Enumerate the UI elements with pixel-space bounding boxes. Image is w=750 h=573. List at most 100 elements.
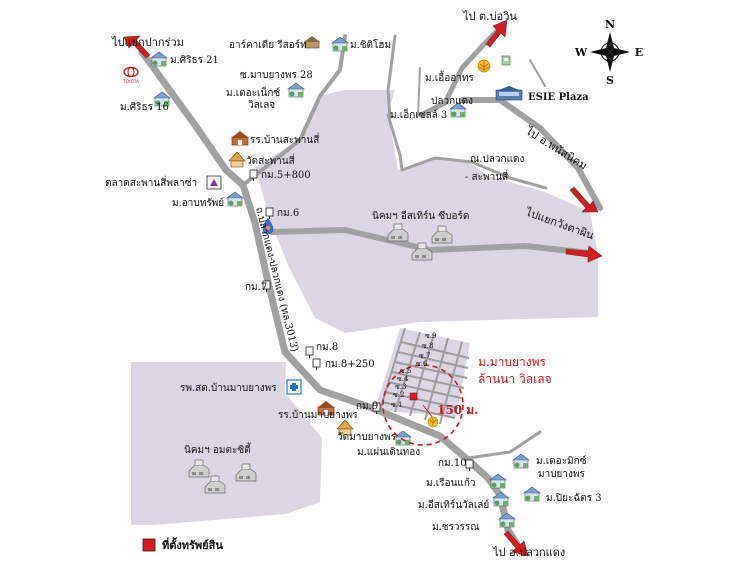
village-icon	[512, 453, 530, 469]
label-km8250: กม.8+250	[325, 359, 375, 370]
label-themix1: ม.เดอะมิกซ์	[536, 455, 587, 467]
dest-tr: ไป ต.บ่อวิน	[462, 10, 517, 23]
compass-e: E	[635, 46, 643, 59]
label-chavaporn: ม.ชรวรรณ	[432, 522, 480, 533]
label-abap: ม.อาบทรัพย์	[172, 197, 224, 209]
label-km10: กม.10	[438, 458, 467, 469]
temple-icon	[228, 151, 246, 168]
soi-grid	[379, 327, 470, 425]
road-minor-2	[529, 59, 546, 87]
water-drop-icon	[262, 217, 274, 235]
arrow-up-right	[485, 19, 508, 48]
label-temple: วัดสะพานสี่	[246, 153, 295, 167]
school-icon	[230, 130, 250, 146]
village-icon	[150, 51, 168, 67]
dest-bottom: ไป อ.ปลวกแดง	[492, 546, 565, 559]
label-market: ตลาดสะพานสี่พลาซ่า	[105, 175, 197, 189]
label-estate2: นิคมฯ อมตะซิตี้	[184, 442, 252, 456]
label-estate: นิคมฯ อีสเทิร์น ซีบอร์ด	[372, 210, 469, 222]
compass-n: N	[605, 18, 615, 31]
radius-line	[422, 404, 434, 419]
km-post-icon	[312, 358, 321, 371]
label-temple2: วัดมาบยางพร	[337, 432, 397, 443]
label-school2: รร.บ้านมาบยางพร	[278, 409, 358, 421]
road-mabyangporn-east	[466, 430, 542, 460]
label-seeritorn16: ม.ศิริธร 16	[120, 102, 169, 113]
label-km6: กม.6	[277, 208, 299, 219]
label-km7: กม.7	[245, 282, 267, 293]
label-eastern: ม.อีสเทิร์นวัลเล่ย์	[418, 499, 489, 511]
km-post-icon	[465, 459, 474, 472]
km-post-icon	[305, 346, 314, 359]
label-junction1: ณ.ปลวกแดง	[470, 154, 525, 165]
label-distance: 150 ม.	[437, 403, 478, 417]
label-soi28: ซ.มาบยางพร 28	[240, 70, 313, 81]
legend-label: ที่ตั้งทรัพย์สิน	[162, 537, 223, 552]
arrow-down-pluakdaeng	[503, 530, 529, 557]
compass-w: W	[574, 46, 588, 59]
label-piyachat: ม.ปิยะฉัตร 3	[546, 493, 602, 504]
resort-icon	[304, 36, 320, 49]
label-themix2: มาบยางพร	[538, 469, 586, 480]
property-marker	[409, 392, 418, 401]
highway-3013	[138, 48, 524, 553]
legend-swatch	[142, 538, 156, 552]
arrow-up-left	[123, 35, 151, 59]
label-delux2: วิลเลจ	[248, 100, 276, 111]
roads	[138, 25, 603, 553]
compass-rose: N S E W	[574, 18, 643, 87]
label-mueang2: ปลวกแดง	[431, 96, 473, 107]
label-mexcel: ม.เอ็กเซลล์ 3	[390, 107, 447, 121]
label-seeritorn21: ม.ศิริธร 21	[170, 55, 219, 66]
dest-right: ไป อ.พนัสนิคม	[523, 124, 590, 173]
gas-station-icon	[477, 59, 491, 73]
label-mueang1: ม.เอื้ออาทร	[425, 70, 474, 84]
road-phanat	[459, 97, 603, 211]
shell-icon	[427, 416, 439, 428]
village-icon	[226, 191, 244, 207]
label-km9: กม.9	[356, 401, 378, 412]
road-north	[241, 34, 347, 187]
toyota-logo: TOYOTA	[122, 66, 139, 84]
store-icon	[501, 55, 511, 66]
road-east	[269, 227, 593, 256]
hospital-icon	[286, 379, 302, 395]
label-ruenkaew: ม.เรือนแก้ว	[426, 477, 476, 489]
arrow-right-phanat	[569, 186, 599, 213]
label-delux1: ม.เดอะเน็กซ์	[226, 85, 280, 99]
soi-label: ซ.2	[393, 391, 404, 399]
soi-label: ซ.7	[419, 352, 430, 360]
label-hospital: รพ.สต.บ้านมาบยางพร	[180, 382, 277, 394]
label-artcadia: อาร์คาเดีย รีสอร์ท	[229, 39, 307, 51]
amata-city-zone	[131, 362, 322, 525]
soi-label: ซ.1	[391, 401, 402, 409]
road-northeast	[386, 113, 548, 190]
village-icon	[287, 82, 305, 98]
label-chiti: ม.ชิติโฮม	[350, 38, 391, 51]
village-icon	[489, 473, 507, 489]
soi-label: ซ.3	[395, 383, 406, 391]
arrow-right-wangtaphin	[565, 245, 603, 263]
label-esie: ESIE Plaza	[528, 92, 589, 103]
svg-text:TOYOTA: TOYOTA	[122, 79, 139, 84]
dest-tl: ไปแยกปากร่วม	[111, 36, 184, 49]
village-icon	[523, 486, 541, 502]
label-project1: ม.มาบยางพร	[478, 355, 547, 369]
legend: ที่ตั้งทรัพย์สิน	[142, 537, 223, 552]
label-km5800: กม.5+800	[261, 170, 311, 181]
soi-label: ซ.6	[416, 360, 428, 368]
soi-label: ซ.4	[397, 375, 409, 383]
eastern-seaboard-zone	[255, 90, 598, 333]
road-upper-curve	[386, 34, 397, 120]
soi-labels: ซ.9 ซ.8 ซ.7 ซ.6 ซ.5 ซ.4 ซ.3 ซ.2 ซ.1	[391, 332, 436, 409]
soi-label: ซ.9	[425, 332, 436, 340]
village-icon	[394, 430, 412, 446]
radius-circle	[382, 364, 464, 446]
market-icon	[206, 175, 222, 190]
label-project2: ล้านนา วิลเลจ	[478, 372, 552, 386]
destination-arrows	[123, 19, 603, 557]
soi-label: ซ.8	[422, 342, 433, 350]
label-junction2: - สะพานสี่	[465, 169, 508, 183]
esie-plaza-icon	[495, 86, 523, 101]
